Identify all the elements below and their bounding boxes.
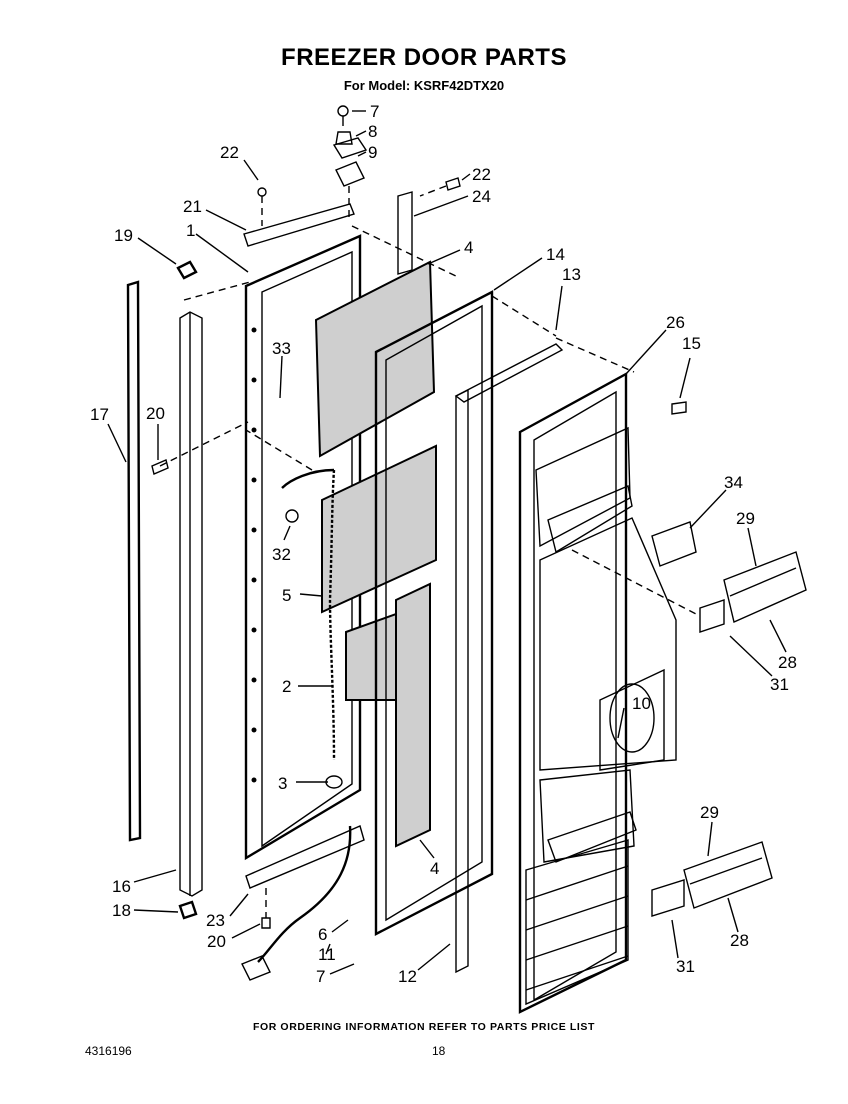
wire-harness <box>241 468 352 981</box>
callout-6: 6 <box>318 925 327 944</box>
dispenser-parts <box>571 521 807 917</box>
callout-18: 18 <box>112 901 131 920</box>
top-hinge-assembly <box>243 105 461 247</box>
callout-20: 20 <box>146 404 165 423</box>
frame-holes <box>251 327 257 783</box>
callout-8: 8 <box>368 122 377 141</box>
foam-insulation <box>314 260 437 848</box>
callout-2: 2 <box>282 677 291 696</box>
callout-28b: 28 <box>730 931 749 950</box>
callout-29: 29 <box>736 509 755 528</box>
callout-17: 17 <box>90 405 109 424</box>
callout-23: 23 <box>206 911 225 930</box>
model-subtitle: For Model: KSRF42DTX20 <box>343 78 505 93</box>
leader-lines <box>107 110 787 975</box>
callout-24: 24 <box>472 187 491 206</box>
callout-14: 14 <box>546 245 565 264</box>
callout-10: 10 <box>632 694 651 713</box>
door-frame <box>244 225 461 929</box>
left-trim-parts <box>126 260 251 920</box>
callout-31b: 31 <box>676 957 695 976</box>
callout-29b: 29 <box>700 803 719 822</box>
callout-32: 32 <box>272 545 291 564</box>
callout-20b: 20 <box>207 932 226 951</box>
ordering-note: FOR ORDERING INFORMATION REFER TO PARTS … <box>252 1021 596 1033</box>
callout-7b: 7 <box>316 967 325 986</box>
callout-22: 22 <box>220 143 239 162</box>
callout-3: 3 <box>278 774 287 793</box>
door-gasket <box>374 290 494 936</box>
callout-5: 5 <box>282 586 291 605</box>
callout-22b: 22 <box>472 165 491 184</box>
outer-door-panel <box>518 371 687 1014</box>
callout-11: 11 <box>318 945 336 964</box>
callout-13: 13 <box>562 265 581 284</box>
callout-19: 19 <box>114 226 133 245</box>
breaker-strips <box>454 295 635 974</box>
callout-12: 12 <box>398 967 417 986</box>
callout-34: 34 <box>724 473 743 492</box>
upright-bracket <box>397 191 413 275</box>
callout-21: 21 <box>183 197 202 216</box>
callout-16: 16 <box>112 877 131 896</box>
page-title: FREEZER DOOR PARTS <box>281 44 567 71</box>
callout-28: 28 <box>778 653 797 672</box>
callout-31: 31 <box>770 675 789 694</box>
callout-4b: 4 <box>430 859 439 878</box>
callout-26: 26 <box>666 313 685 332</box>
callout-1: 1 <box>186 221 195 240</box>
callout-15: 15 <box>682 334 701 353</box>
page-number: 18 <box>432 1044 446 1058</box>
callout-4: 4 <box>464 238 473 257</box>
callout-9: 9 <box>368 143 377 162</box>
callout-7: 7 <box>370 102 379 121</box>
document-number: 4316196 <box>85 1044 132 1058</box>
callout-33: 33 <box>272 339 291 358</box>
callout-labels: 7 8 9 22 22 24 21 19 1 4 14 13 26 15 33 … <box>90 102 797 986</box>
